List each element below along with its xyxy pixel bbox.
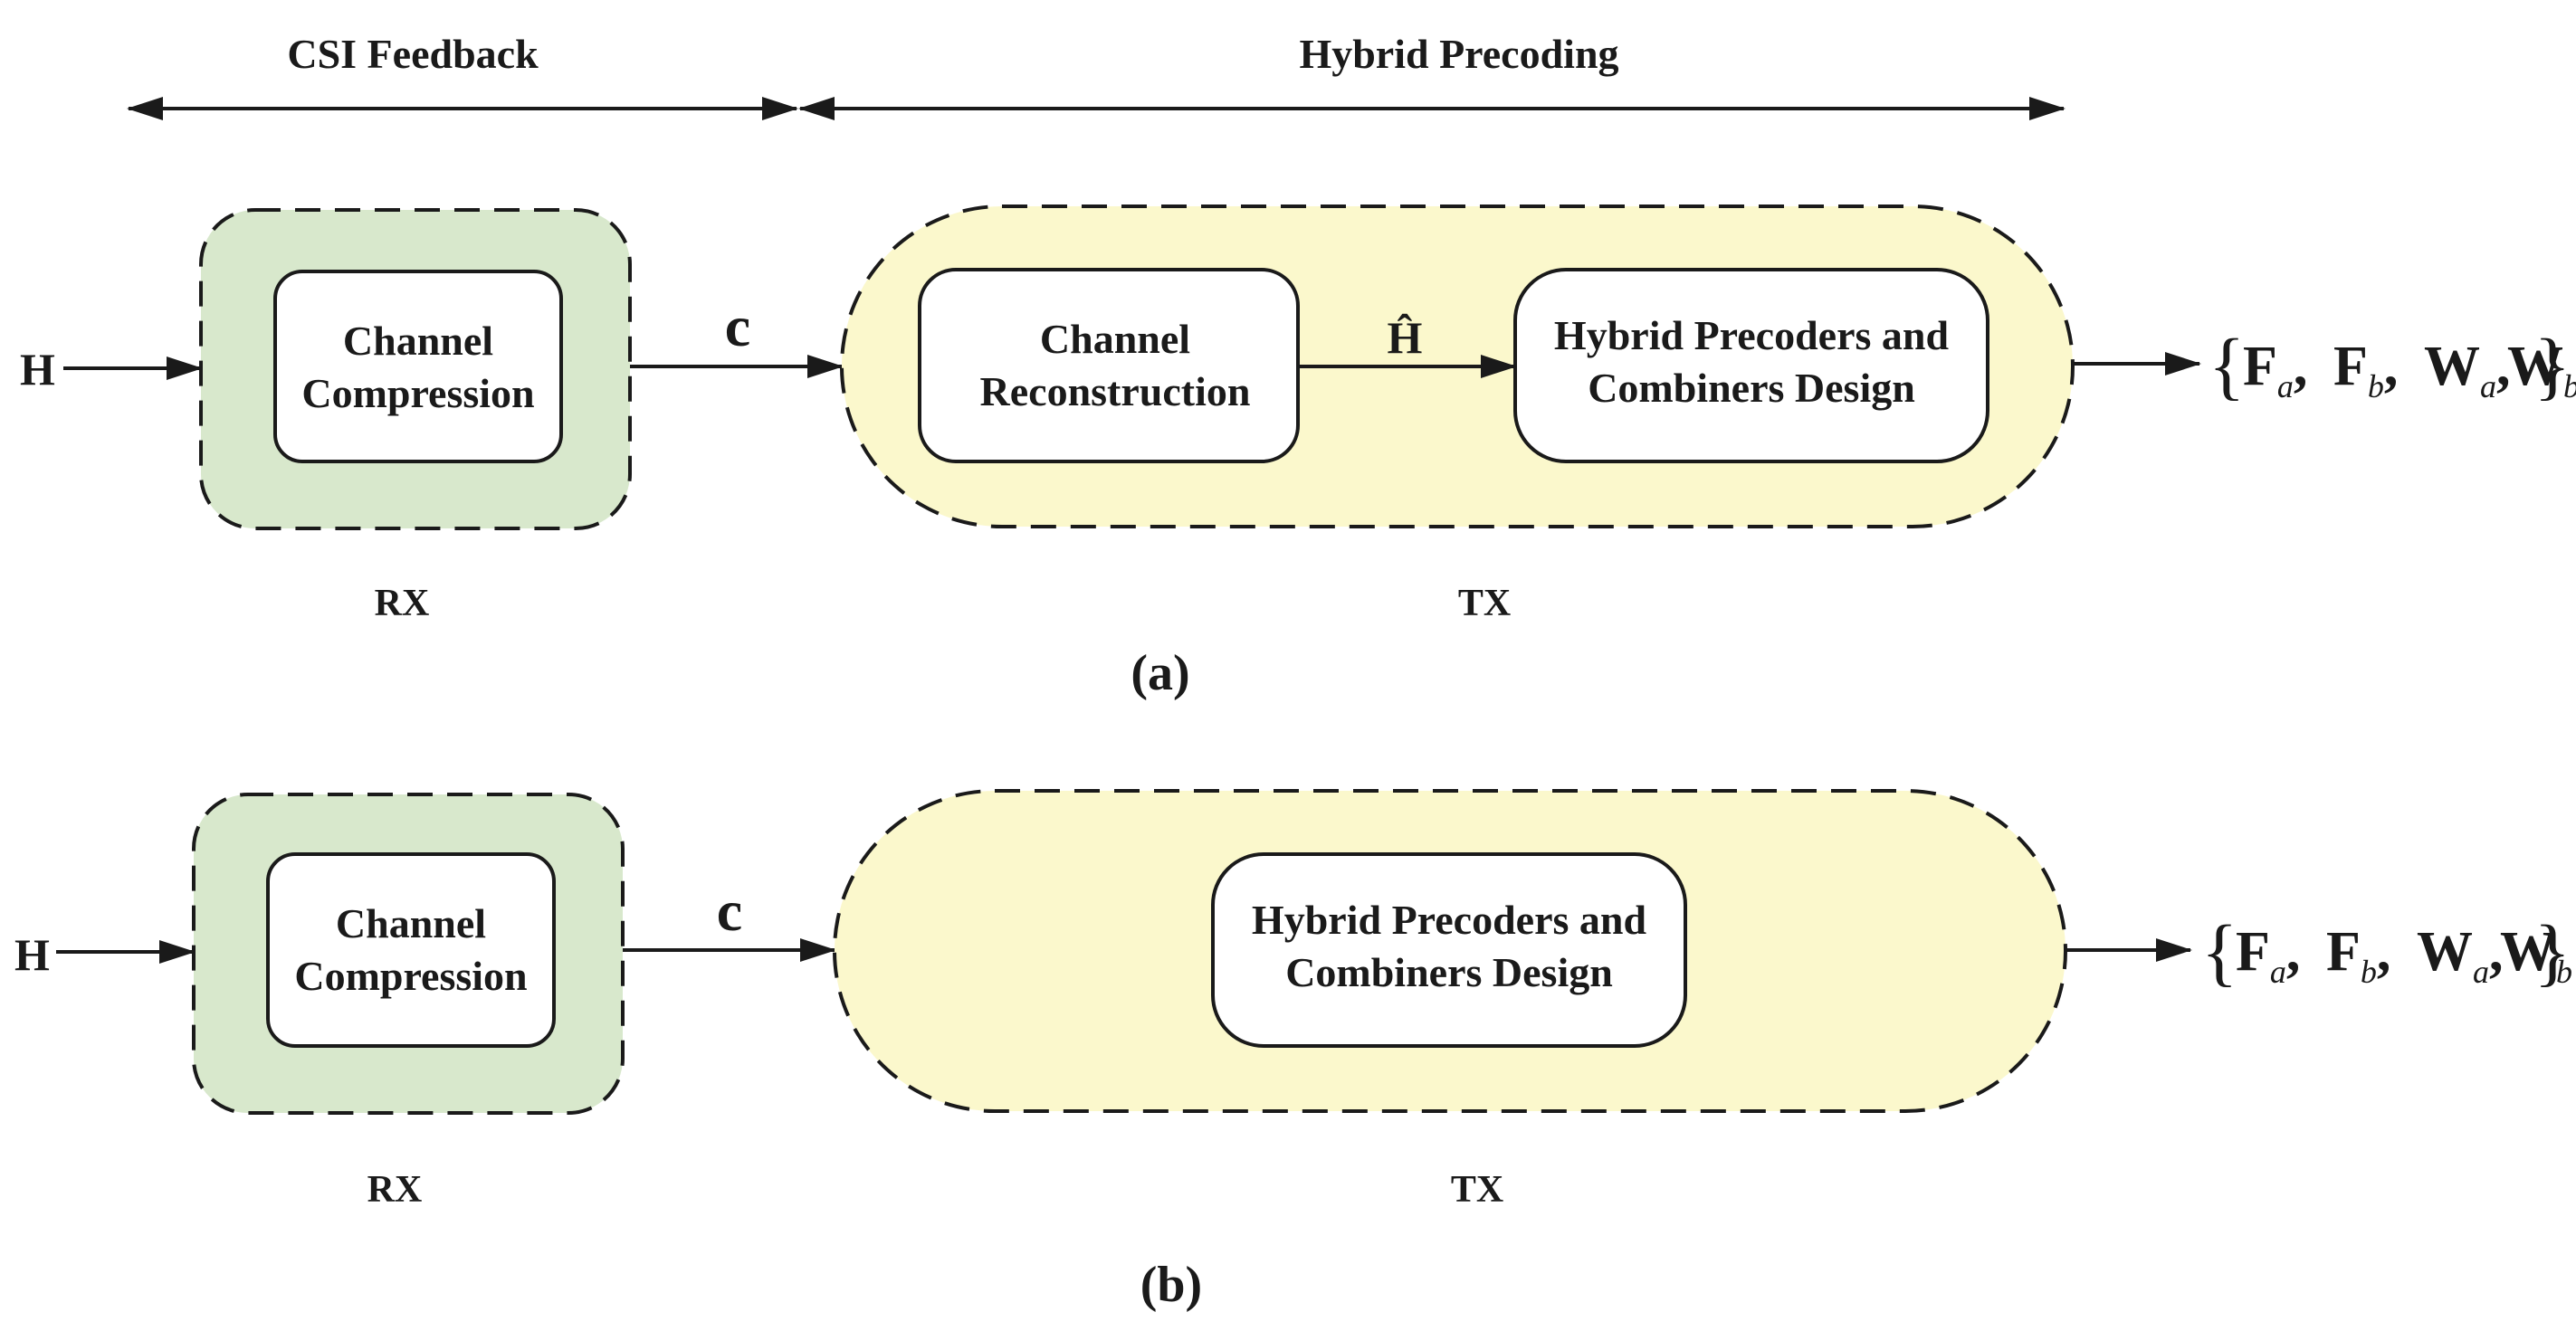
- input-h-label: H: [20, 344, 55, 395]
- brace-close-b: }: [2534, 910, 2571, 994]
- output-set-b: { Fa, Fb, Wa, Wb }: [2201, 910, 2572, 994]
- hybrid-precoding-label: Hybrid Precoding: [1299, 31, 1618, 77]
- input-h-label-b: H: [14, 929, 50, 980]
- feedback-c-label-b: c: [717, 879, 742, 943]
- csi-feedback-label: CSI Feedback: [287, 31, 539, 77]
- channel-compression-line2: Compression: [301, 370, 534, 416]
- channel-reconstruction-block: [918, 268, 1300, 463]
- hybrid-design-a-line1: Hybrid Precoders and: [1554, 312, 1950, 358]
- channel-compression-b-line2: Compression: [294, 953, 527, 999]
- hybrid-design-block-a: [1513, 268, 1989, 463]
- output-f-b-b: Fb,: [2326, 921, 2390, 990]
- channel-compression-block-b: [266, 852, 556, 1048]
- output-w-b: Wb: [2507, 336, 2576, 404]
- caption-b: (b): [1140, 1257, 1202, 1313]
- output-w-b-b: Wb: [2500, 921, 2572, 990]
- feedback-c-label: c: [725, 294, 750, 358]
- channel-reconstruction-line1: Channel: [1040, 316, 1190, 362]
- rx-label-a: RX: [375, 583, 430, 624]
- output-set-a: { Fa, Fb, Wa, Wb }: [2209, 324, 2576, 408]
- caption-a: (a): [1131, 645, 1189, 701]
- estimate-h-hat-label: Ĥ: [1388, 312, 1423, 363]
- output-f-b: Fb,: [2333, 336, 2398, 404]
- rx-label-b: RX: [367, 1169, 423, 1211]
- channel-compression-b-line1: Channel: [336, 900, 486, 946]
- output-f-a: Fa,: [2243, 336, 2307, 404]
- output-w-a-b: Wa,: [2417, 921, 2504, 990]
- tx-label-a: TX: [1458, 583, 1511, 624]
- channel-reconstruction-line2: Reconstruction: [980, 368, 1251, 414]
- brace-close-a: }: [2534, 324, 2571, 408]
- hybrid-design-b-line1: Hybrid Precoders and: [1252, 897, 1647, 943]
- channel-compression-block: [273, 270, 563, 463]
- hybrid-design-b-line2: Combiners Design: [1285, 949, 1613, 995]
- hybrid-design-block-b: [1211, 852, 1687, 1048]
- panel-a: H Channel Compression c Channel Reconstr…: [20, 204, 2576, 701]
- channel-compression-line1: Channel: [343, 318, 493, 364]
- brace-open-b: {: [2201, 910, 2237, 994]
- brace-open-a: {: [2209, 324, 2245, 408]
- output-w-a: Wa,: [2424, 336, 2511, 404]
- output-f-a-b: Fa,: [2236, 921, 2300, 990]
- hybrid-design-a-line2: Combiners Design: [1588, 365, 1915, 411]
- panel-b: H Channel Compression c Hybrid Precoders…: [14, 789, 2572, 1313]
- tx-label-b: TX: [1451, 1169, 1503, 1211]
